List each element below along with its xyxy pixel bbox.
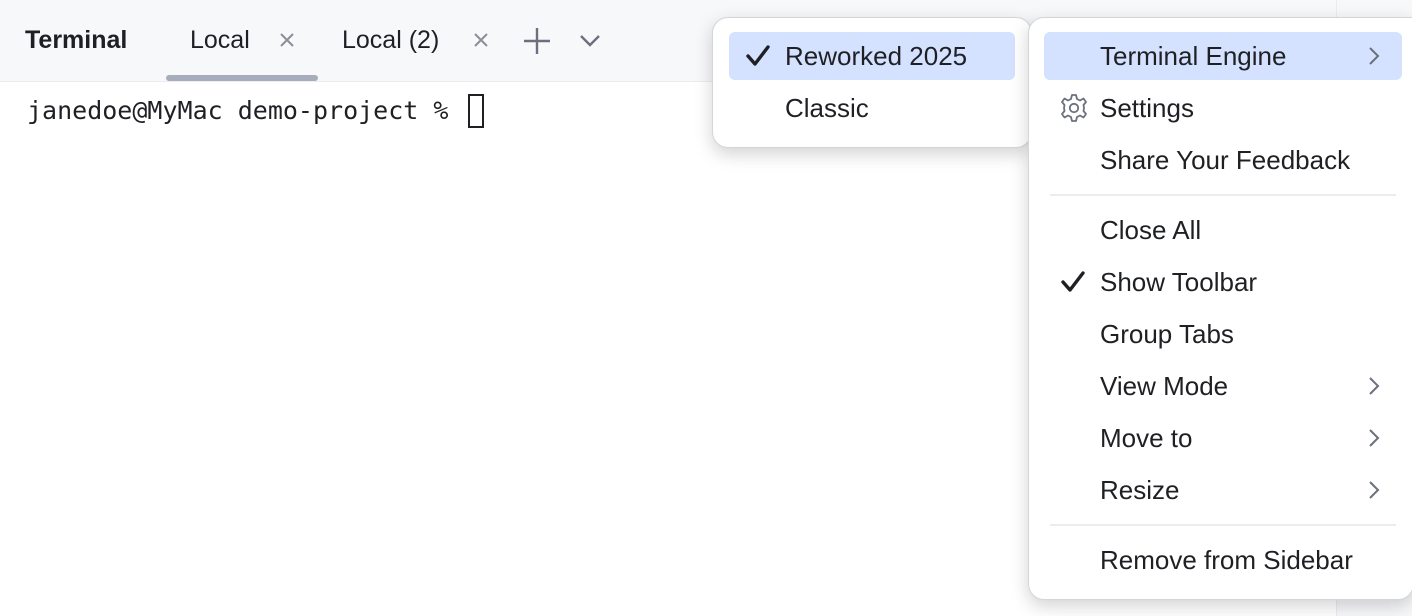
menu-item-label: Classic bbox=[785, 93, 869, 123]
menu-item-terminal-engine[interactable]: Terminal Engine bbox=[1044, 32, 1402, 80]
checkmark-icon bbox=[1061, 271, 1085, 292]
menu-item-reworked-2025[interactable]: Reworked 2025 bbox=[729, 32, 1015, 80]
menu-item-classic[interactable]: Classic bbox=[729, 84, 1015, 132]
menu-item-label: Show Toolbar bbox=[1100, 267, 1258, 297]
menu-item-label: Move to bbox=[1100, 423, 1193, 453]
close-icon[interactable] bbox=[278, 31, 296, 49]
menu-item-group-tabs[interactable]: Group Tabs bbox=[1044, 310, 1402, 358]
chevron-right-icon bbox=[1369, 481, 1380, 499]
gear-icon bbox=[1061, 94, 1087, 122]
menu-item-share-feedback[interactable]: Share Your Feedback bbox=[1044, 136, 1402, 184]
close-icon[interactable] bbox=[472, 31, 490, 49]
terminal-prompt: janedoe@MyMac demo-project % bbox=[27, 96, 464, 125]
menu-item-label: Settings bbox=[1100, 93, 1194, 123]
menu-item-label: Share Your Feedback bbox=[1100, 145, 1351, 175]
tab-label: Local bbox=[190, 26, 250, 54]
menu-item-show-toolbar[interactable]: Show Toolbar bbox=[1044, 258, 1402, 306]
menu-separator bbox=[1050, 194, 1396, 196]
terminal-engine-submenu: Reworked 2025 Classic bbox=[712, 17, 1032, 148]
chevron-right-icon bbox=[1369, 47, 1380, 65]
menu-item-move-to[interactable]: Move to bbox=[1044, 414, 1402, 462]
chevron-down-icon[interactable] bbox=[578, 30, 602, 50]
menu-item-label: Resize bbox=[1100, 475, 1180, 505]
active-tab-indicator bbox=[166, 75, 318, 81]
toolwindow-title: Terminal bbox=[25, 26, 128, 54]
menu-item-label: Group Tabs bbox=[1100, 319, 1234, 349]
menu-item-label: Reworked 2025 bbox=[785, 41, 968, 71]
menu-item-close-all[interactable]: Close All bbox=[1044, 206, 1402, 254]
tab-label: Local (2) bbox=[342, 26, 440, 54]
tab-local[interactable]: Local bbox=[166, 0, 318, 81]
menu-item-label: View Mode bbox=[1100, 371, 1229, 401]
terminal-cursor bbox=[467, 94, 484, 128]
terminal-prompt-line[interactable]: janedoe@MyMac demo-project % bbox=[27, 94, 484, 128]
menu-item-label: Terminal Engine bbox=[1100, 41, 1287, 71]
tab-local-2[interactable]: Local (2) bbox=[318, 0, 504, 81]
plus-icon[interactable] bbox=[522, 26, 552, 56]
checkmark-icon bbox=[746, 45, 770, 66]
menu-item-remove-from-sidebar[interactable]: Remove from Sidebar bbox=[1044, 536, 1402, 584]
terminal-options-menu: Terminal Engine Settings Share Your Feed… bbox=[1028, 17, 1412, 600]
menu-item-label: Close All bbox=[1100, 215, 1202, 245]
chevron-right-icon bbox=[1369, 377, 1380, 395]
menu-item-settings[interactable]: Settings bbox=[1044, 84, 1402, 132]
menu-item-label: Remove from Sidebar bbox=[1100, 545, 1353, 575]
menu-separator bbox=[1050, 524, 1396, 526]
chevron-right-icon bbox=[1369, 429, 1380, 447]
menu-item-resize[interactable]: Resize bbox=[1044, 466, 1402, 514]
menu-item-view-mode[interactable]: View Mode bbox=[1044, 362, 1402, 410]
